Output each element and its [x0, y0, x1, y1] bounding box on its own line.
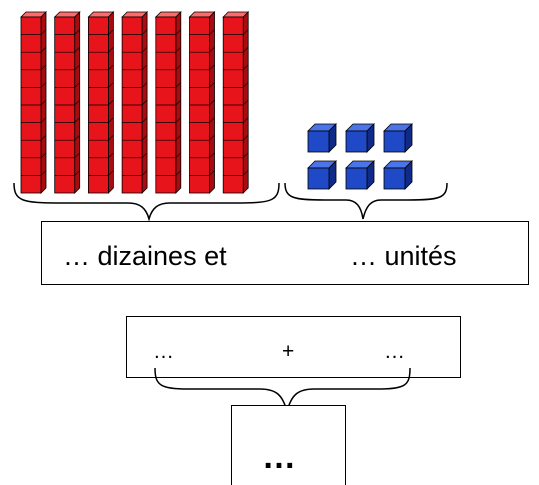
sentence-box: … dizaines et … unités	[41, 221, 529, 285]
tens-rod	[87, 11, 115, 194]
tens-value-blank[interactable]: …	[153, 340, 174, 363]
tens-rod	[53, 11, 81, 194]
tens-rod	[121, 11, 149, 194]
unit-cube	[383, 123, 413, 153]
tens-brace	[13, 182, 280, 222]
units-value-blank[interactable]: …	[384, 340, 405, 363]
unit-cubes-group	[307, 123, 413, 190]
unit-cube	[383, 160, 413, 190]
base-ten-blocks	[13, 11, 448, 222]
units-count-blank[interactable]: … unités	[350, 241, 457, 271]
tens-count-blank[interactable]: … dizaines et	[63, 241, 227, 271]
result-box: …	[231, 405, 346, 485]
addition-box: … + …	[126, 316, 461, 378]
unit-cube	[307, 160, 337, 190]
unit-cube	[345, 123, 375, 153]
result-blank[interactable]: …	[262, 438, 296, 476]
unit-cube	[345, 160, 375, 190]
plus-sign: +	[282, 340, 295, 363]
tens-rods-group	[20, 11, 250, 194]
tens-rod	[154, 11, 182, 194]
tens-rod	[222, 11, 250, 194]
unit-cube	[307, 123, 337, 153]
tens-rod	[20, 11, 47, 194]
tens-rod	[188, 11, 216, 194]
units-brace	[284, 182, 448, 220]
